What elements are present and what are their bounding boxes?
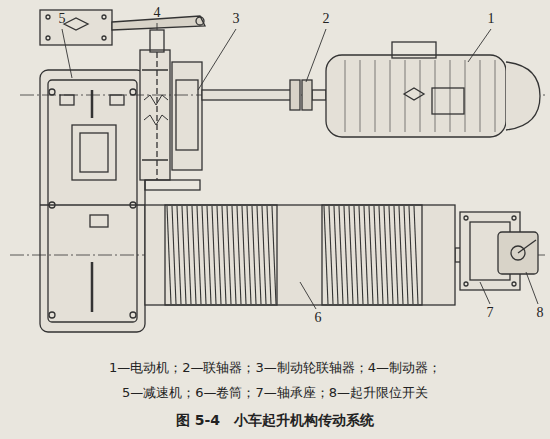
rope-turn (344, 206, 348, 304)
cooling-fin (390, 60, 391, 132)
rope-winding (324, 206, 418, 304)
rope-turn (329, 206, 333, 304)
rope-turn (349, 206, 353, 304)
rope-turn (262, 206, 266, 304)
rope-turn (217, 206, 221, 304)
motor (326, 42, 540, 137)
coupling (290, 80, 312, 110)
cooling-fin (450, 60, 451, 132)
leader-lines (62, 23, 538, 309)
rope-turn (177, 206, 181, 304)
callout-number: 8 (537, 305, 544, 321)
cooling-fin (495, 60, 496, 132)
rope-turn (232, 206, 236, 304)
cooling-fin (345, 60, 346, 132)
rope-turn (394, 206, 398, 304)
cooling-fin (360, 60, 361, 132)
rope-turn (359, 206, 363, 304)
brake (140, 30, 202, 190)
rope-turn (212, 206, 216, 304)
cooling-fin (435, 60, 436, 132)
callout-number: 7 (487, 305, 494, 321)
callout-number: 6 (315, 310, 322, 326)
cooling-fin (420, 60, 421, 132)
rope-turn (389, 206, 393, 304)
rope-turn (339, 206, 343, 304)
rope-turn (237, 206, 241, 304)
rope-turn (409, 206, 413, 304)
callout-number: 2 (323, 11, 330, 27)
rope-turn (207, 206, 211, 304)
rope-turn (364, 206, 368, 304)
rope-turn (404, 206, 408, 304)
limit-switch (498, 232, 538, 274)
rope-turn (414, 206, 418, 304)
rope-winding (167, 206, 276, 304)
rope-turn (379, 206, 383, 304)
rope-turn (369, 206, 373, 304)
rope-turn (257, 206, 261, 304)
rope-turn (197, 206, 201, 304)
rope-turn (267, 206, 271, 304)
rope-turn (192, 206, 196, 304)
brake-lever (40, 10, 205, 45)
callout-number: 3 (233, 11, 240, 27)
rope-turn (334, 206, 338, 304)
rope-turn (202, 206, 206, 304)
callout-number: 1 (488, 11, 495, 27)
rope-turn (222, 206, 226, 304)
rope-turn (172, 206, 176, 304)
cooling-fin (375, 60, 376, 132)
rope-turn (399, 206, 403, 304)
rope-turn (384, 206, 388, 304)
rope-turn (252, 206, 256, 304)
drum (145, 205, 455, 305)
rope-turn (324, 206, 328, 304)
rope-turn (187, 206, 191, 304)
figure-caption: 图 5-4 小车起升机构传动系统 (176, 412, 374, 428)
callout-number: 4 (154, 5, 161, 21)
rope-turn (167, 206, 171, 304)
rope-turn (272, 206, 276, 304)
rope-turn (374, 206, 378, 304)
rope-turn (242, 206, 246, 304)
legend-note: 5—减速机；6—卷筒；7—轴承座；8—起升限位开关 (122, 386, 428, 401)
cooling-fin (465, 60, 466, 132)
callout-number: 5 (59, 11, 66, 27)
cooling-fin (480, 60, 481, 132)
rope-turn (247, 206, 251, 304)
rope-turn (354, 206, 358, 304)
legend-note: 1—电动机；2—联轴器；3—制动轮联轴器；4—制动器； (109, 361, 441, 376)
rope-turn (182, 206, 186, 304)
cooling-fin (405, 60, 406, 132)
reducer (40, 70, 145, 332)
rope-turn (227, 206, 231, 304)
